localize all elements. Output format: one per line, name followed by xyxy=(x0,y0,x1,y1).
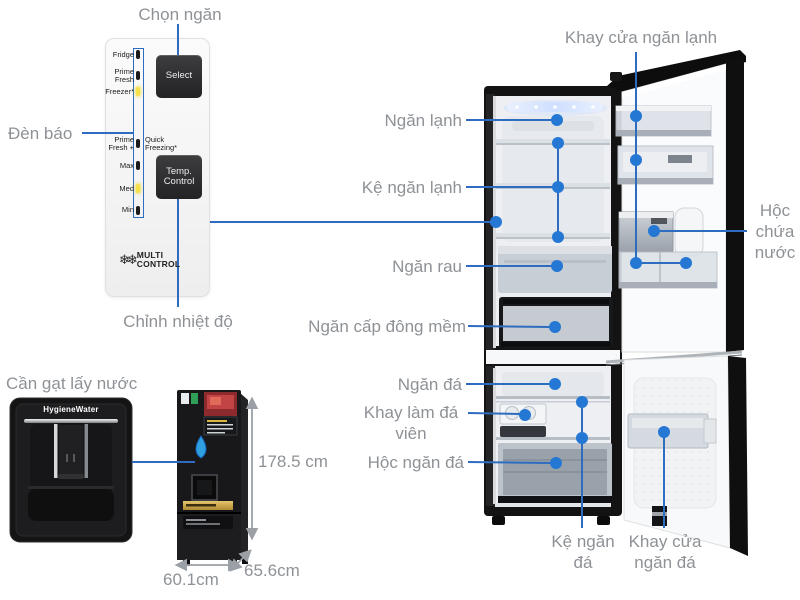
callout-label-chon-ngan: Chọn ngăn xyxy=(138,5,222,24)
mode-label-prime-fresh-plus: Prime Fresh + xyxy=(108,135,134,152)
led-max xyxy=(136,161,140,170)
dimension-height-label: 178.5 cm xyxy=(258,452,328,471)
zone-label-freezer: Freezer* xyxy=(105,87,134,96)
dimension-width-label: 60.1cm xyxy=(163,570,219,589)
mode-label-max: Max xyxy=(119,161,134,170)
indicator-bracket xyxy=(133,48,144,218)
dispenser-brand-text: HygieneWater xyxy=(43,405,99,414)
callout-label-khay-cua-ngan-da: Khay cửa ngăn đá xyxy=(628,532,702,572)
small-fridge-illustration xyxy=(177,390,248,566)
led-fridge xyxy=(136,50,140,59)
callout-label-can-gat-lay-nuoc: Cần gạt lấy nước xyxy=(6,374,138,393)
led-prime-fresh-plus xyxy=(136,139,140,148)
zone-label-prime-fresh: Prime Fresh xyxy=(114,67,134,84)
callout-label-ngan-da: Ngăn đá xyxy=(397,375,462,394)
callout-label-den-bao: Đèn báo xyxy=(8,124,73,143)
callout-label-ngan-cap-dong-mem: Ngăn cấp đông mềm xyxy=(308,317,466,336)
callout-line-den-bao xyxy=(82,132,134,134)
select-button: Select xyxy=(156,55,202,98)
callout-label-chinh-nhiet-do: Chỉnh nhiệt độ xyxy=(123,312,233,331)
callout-label-hoc-ngan-da: Hộc ngăn đá xyxy=(367,453,464,472)
mode-label-min: Min xyxy=(121,205,134,214)
callout-lines xyxy=(132,52,747,528)
water-dispenser-illustration xyxy=(9,397,133,543)
snowflake-icon: ❄❄ xyxy=(119,252,138,267)
led-prime-fresh xyxy=(136,71,140,80)
led-med xyxy=(136,184,140,193)
callout-dots xyxy=(490,110,692,469)
led-min xyxy=(136,206,140,215)
main-fridge-illustration xyxy=(484,50,748,556)
zone-label-fridge: Fridge xyxy=(112,50,134,59)
callout-label-khay-lam-da-vien: Khay làm đá viên xyxy=(363,403,459,443)
callout-label-khay-cua-ngan-lanh: Khay cửa ngăn lạnh xyxy=(564,28,718,47)
dimension-arrows xyxy=(174,396,259,572)
callout-label-hoc-chua-nuoc: Hộc chứa nước xyxy=(754,201,796,262)
led-freezer xyxy=(136,87,140,96)
callout-line-chon-ngan xyxy=(177,24,179,70)
dimension-depth-label: 65.6cm xyxy=(244,561,300,580)
multi-control-logo: ❄❄ MULTI CONTROL xyxy=(119,251,189,269)
temp-control-button: Temp. Control xyxy=(156,155,202,199)
callout-label-ke-ngan-lanh: Kệ ngăn lạnh xyxy=(361,178,462,197)
callout-label-ngan-rau: Ngăn rau xyxy=(392,257,462,276)
callout-label-ke-ngan-da: Kệ ngăn đá xyxy=(551,532,615,572)
callout-label-ngan-lanh: Ngăn lạnh xyxy=(384,111,462,130)
mode-label-med: Med xyxy=(119,184,134,193)
multi-control-text: MULTI CONTROL xyxy=(136,250,181,269)
mode-label-quick-freezing: Quick Freezing* xyxy=(145,135,178,152)
callout-line-chinh-nhiet-do xyxy=(177,199,179,307)
